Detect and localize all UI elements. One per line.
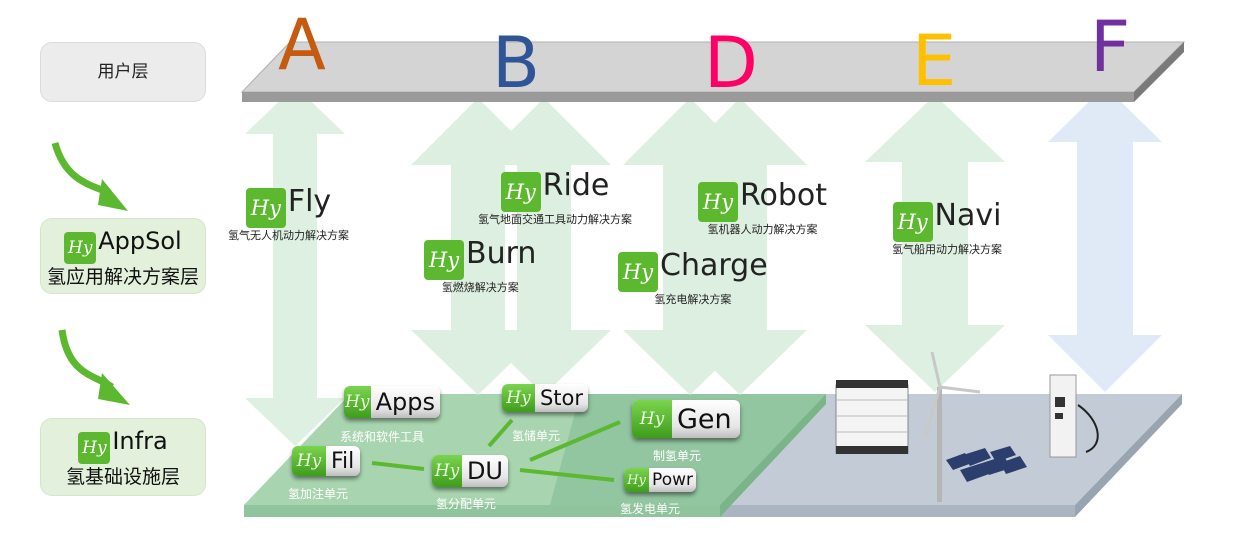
connector-arrows bbox=[245, 86, 1005, 446]
solution-name: Charge bbox=[660, 248, 768, 283]
battery-storage-icon bbox=[835, 380, 909, 454]
bidirectional-arrow-icon bbox=[1048, 86, 1162, 392]
user-letter-b: B bbox=[492, 22, 541, 104]
unit-chip-du: Hy DU bbox=[432, 455, 508, 487]
user-letter-f: F bbox=[1090, 6, 1131, 88]
unit-name: Fil bbox=[331, 448, 355, 474]
solution-name: Fly bbox=[287, 184, 332, 219]
hy-logo-icon: Hy bbox=[432, 455, 462, 487]
flow-arrow-icon bbox=[51, 141, 128, 211]
unit-desc: 氢加注单元 bbox=[288, 487, 349, 501]
wind-turbine-icon bbox=[923, 351, 981, 502]
solution-desc: 氢机器人动力解决方案 bbox=[707, 223, 818, 236]
solution-desc: 氢燃烧解决方案 bbox=[441, 281, 519, 294]
flow-arrow-icon bbox=[58, 329, 130, 405]
unit-desc: 系统和软件工具 bbox=[340, 430, 425, 444]
infra-layer-name: Infra bbox=[112, 427, 168, 455]
hy-logo-icon: Hy bbox=[632, 400, 672, 438]
unit-chip-gen: Hy Gen bbox=[632, 400, 740, 438]
solution-desc: 氢充电解决方案 bbox=[654, 293, 732, 306]
solution-name: Robot bbox=[740, 178, 828, 213]
unit-name: Gen bbox=[677, 403, 732, 435]
hy-logo-icon: Hy bbox=[500, 172, 541, 212]
user-letter-a: A bbox=[278, 4, 326, 86]
unit-name: Stor bbox=[539, 386, 583, 410]
infra-layer-subtitle: 氢基础设施层 bbox=[65, 466, 180, 488]
hy-logo-icon: Hy bbox=[344, 386, 371, 418]
unit-chip-stor: Hy Stor bbox=[502, 384, 588, 412]
hy-logo-icon: Hy bbox=[698, 182, 738, 222]
unit-chip-powr: Hy Powr bbox=[624, 468, 696, 492]
hy-logo-icon: Hy bbox=[424, 240, 464, 280]
solution-name: Ride bbox=[542, 168, 610, 203]
unit-desc: 氢分配单元 bbox=[436, 497, 497, 511]
user-layer-label: 用户层 bbox=[97, 62, 149, 82]
solar-panel-icon bbox=[946, 446, 1027, 482]
bidirectional-arrow-icon bbox=[245, 86, 345, 446]
unit-connections bbox=[371, 418, 621, 482]
solution-desc: 氢气船用动力解决方案 bbox=[892, 243, 1002, 256]
unit-chip-apps: Hy Apps bbox=[344, 386, 440, 418]
unit-desc: 氢发电单元 bbox=[620, 502, 681, 516]
hy-logo-icon: Hy bbox=[64, 232, 97, 264]
unit-chip-fil: Hy Fil bbox=[292, 446, 360, 476]
user-letter-d: D bbox=[704, 22, 758, 104]
charging-station-icon bbox=[1049, 374, 1099, 458]
bidirectional-arrow-icon bbox=[673, 98, 807, 395]
solution-name: Navi bbox=[934, 198, 1002, 233]
hy-logo-icon: Hy bbox=[292, 446, 326, 476]
bidirectional-arrow-icon bbox=[411, 98, 545, 395]
unit-desc: 氢储单元 bbox=[512, 429, 561, 443]
solution-name: Burn bbox=[466, 236, 537, 271]
user-letter-e: E bbox=[912, 20, 957, 102]
solution-desc: 氢气地面交通工具动力解决方案 bbox=[478, 213, 632, 226]
hy-logo-icon: Hy bbox=[502, 384, 535, 412]
hy-logo-icon: Hy bbox=[78, 432, 111, 464]
bidirectional-arrow-icon bbox=[477, 98, 611, 395]
user-layer-box: 用户层 bbox=[40, 42, 206, 102]
unit-name: DU bbox=[466, 457, 503, 485]
bidirectional-arrow-icon bbox=[865, 95, 1005, 392]
unit-desc: 制氢单元 bbox=[653, 449, 702, 463]
bidirectional-arrow-icon bbox=[623, 98, 757, 395]
app-layer-subtitle: 氢应用解决方案层 bbox=[46, 266, 199, 288]
hy-logo-icon: Hy bbox=[892, 202, 933, 242]
hy-logo-icon: Hy bbox=[618, 252, 658, 292]
solution-desc: 氢气无人机动力解决方案 bbox=[228, 229, 349, 242]
hy-logo-icon: Hy bbox=[624, 468, 650, 492]
hy-logo-icon: Hy bbox=[245, 188, 286, 228]
app-layer-name: AppSol bbox=[98, 227, 182, 255]
unit-name: Powr bbox=[652, 470, 693, 490]
unit-name: Apps bbox=[375, 388, 435, 416]
